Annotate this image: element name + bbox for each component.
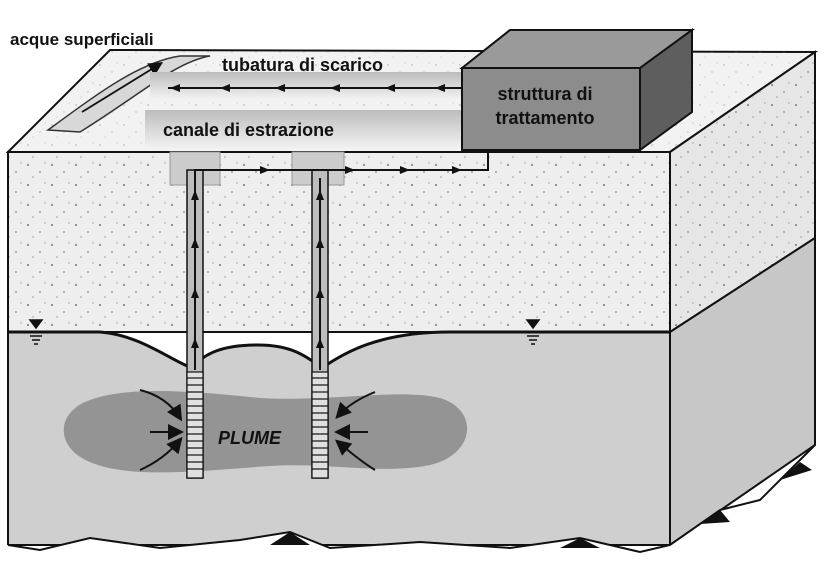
discharge-arrow	[435, 84, 445, 92]
water-table-line	[8, 330, 670, 370]
plume-arrow	[335, 391, 376, 419]
up-arrow	[316, 338, 324, 348]
well-flow-arrows	[191, 190, 324, 348]
discharge-pipe-arrows	[170, 84, 445, 92]
water-table-symbol-right	[525, 319, 541, 345]
extraction-collection-pipe	[194, 150, 489, 178]
discharge-arrow	[330, 84, 340, 92]
right-arrow	[345, 166, 355, 174]
discharge-arrow	[220, 84, 230, 92]
label-treatment-plant: struttura di trattamento	[480, 82, 610, 130]
surface-water-stream	[45, 55, 211, 133]
right-arrow	[452, 166, 462, 174]
plume-arrow	[139, 389, 183, 422]
right-arrow	[400, 166, 410, 174]
up-arrow	[191, 338, 199, 348]
discharge-arrow	[170, 84, 180, 92]
up-arrow	[191, 190, 199, 200]
up-arrow	[316, 190, 324, 200]
plume-arrow	[139, 436, 183, 471]
extraction-trench	[145, 110, 468, 150]
label-treatment-plant-line1: struttura di	[497, 84, 593, 104]
label-plume: PLUME	[218, 428, 281, 448]
label-discharge-pipe: tubatura di scarico	[222, 55, 384, 75]
up-arrow	[316, 288, 324, 298]
right-arrow	[260, 166, 270, 174]
discharge-arrow	[275, 84, 285, 92]
well-screen-right	[311, 371, 329, 479]
label-treatment-plant-line2: trattamento	[495, 108, 595, 128]
contaminant-plume	[63, 391, 468, 473]
up-arrow	[316, 238, 324, 248]
discharge-trench	[150, 72, 470, 100]
treatment-box-front	[461, 67, 641, 151]
water-table-symbol-left	[28, 319, 44, 345]
up-arrow	[191, 238, 199, 248]
up-arrow	[191, 288, 199, 298]
well-screen-left	[186, 371, 204, 479]
plume-arrow	[334, 439, 376, 471]
label-surface-water: acque superficiali	[10, 30, 154, 49]
surface-water-arrow	[81, 62, 164, 113]
soil-layer-side-texture	[671, 55, 814, 331]
label-extraction-channel: canale di estrazione	[163, 120, 335, 140]
well-head-left	[169, 151, 221, 186]
bottom-edge	[0, 445, 815, 567]
collection-pipe-arrows	[260, 166, 462, 174]
plume-flow-arrows	[139, 389, 376, 471]
discharge-arrow	[385, 84, 395, 92]
